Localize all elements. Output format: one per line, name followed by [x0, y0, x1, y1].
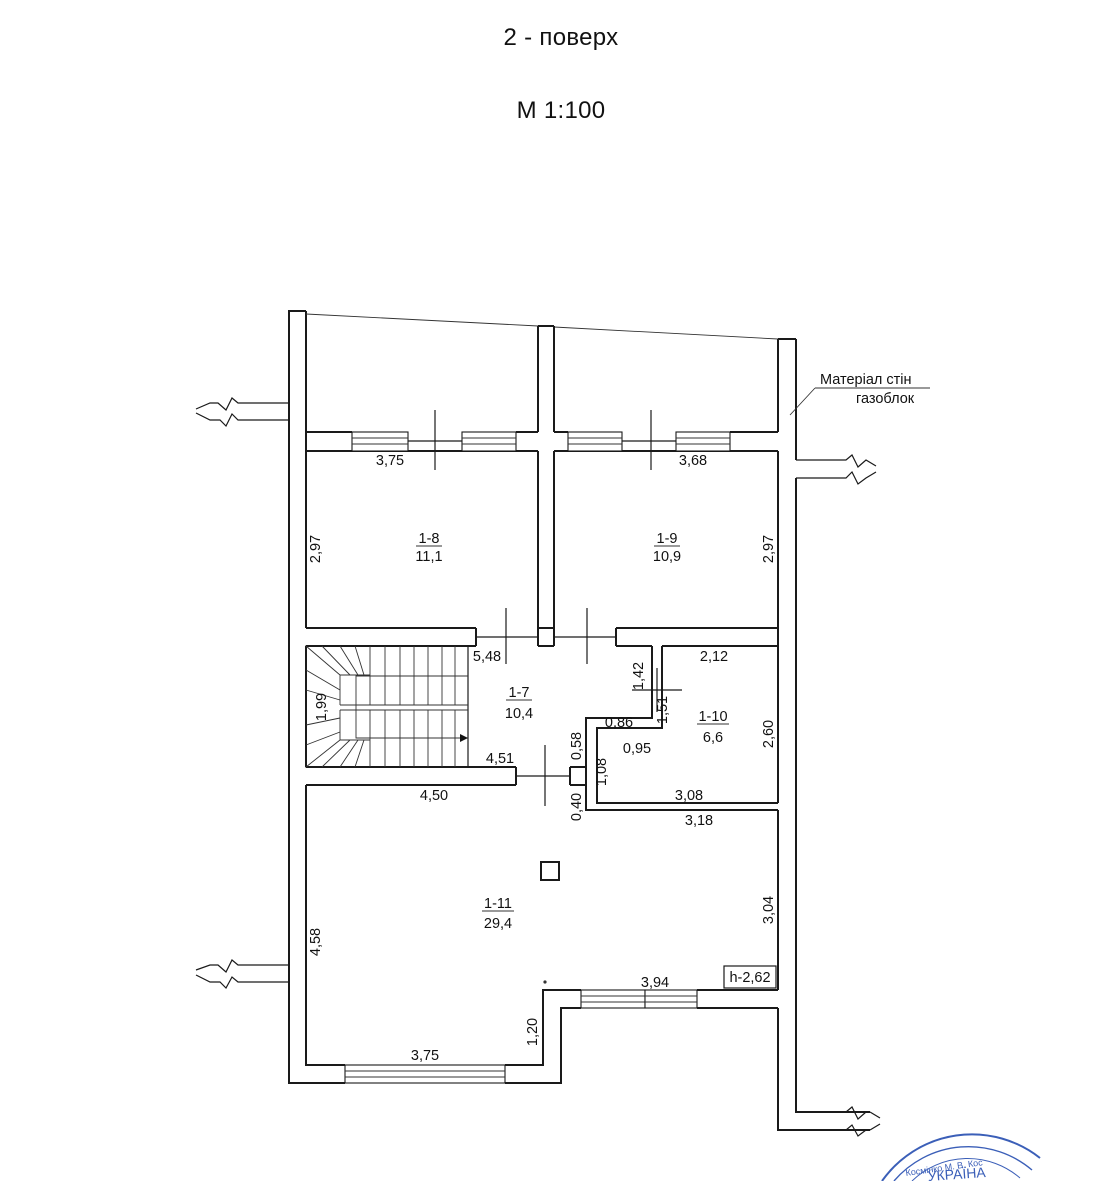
- dim-120: 1,20: [525, 1018, 541, 1046]
- dim-548: 5,48: [473, 649, 501, 665]
- dim-308: 3,08: [675, 788, 703, 804]
- hall-walls: [306, 645, 779, 811]
- dim-375-bottom: 3,75: [411, 1048, 439, 1064]
- dim-451: 4,51: [486, 751, 514, 767]
- note-line1: Матеріал стін: [820, 372, 912, 388]
- dim-086: 0,86: [605, 715, 633, 731]
- stamp-country: УКРАЇНА: [927, 1164, 987, 1181]
- dim-304: 3,04: [761, 896, 777, 924]
- living-room-walls: [305, 785, 778, 1084]
- room-1-7-area: 10,4: [505, 706, 533, 722]
- outer-walls: [195, 310, 881, 1137]
- room-1-7-id: 1-7: [509, 685, 530, 701]
- upper-cross-wall: [306, 410, 778, 470]
- dim-368-top: 3,68: [679, 453, 707, 469]
- room-1-11-area: 29,4: [484, 916, 512, 932]
- dim-260: 2,60: [761, 720, 777, 748]
- scale-title: М 1:100: [516, 97, 606, 124]
- floor-title: 2 - поверх: [503, 24, 619, 51]
- dimension-labels: 3,75 3,68 2,97 2,97 5,48 2,12 1,42 1,99 …: [308, 453, 777, 1064]
- dim-040: 0,40: [569, 793, 585, 821]
- dim-375-top: 3,75: [376, 453, 404, 469]
- staircase: [305, 645, 469, 768]
- dim-318: 3,18: [685, 813, 713, 829]
- height-label-box: [723, 965, 777, 989]
- room-1-9-id: 1-9: [657, 531, 678, 547]
- dim-212: 2,12: [700, 649, 728, 665]
- dim-394: 3,94: [641, 975, 669, 991]
- room-labels: 1-8 11,1 1-9 10,9 1-7 10,4 1-10 6,6 1-11…: [415, 531, 729, 932]
- stamp: Космінко М. В. Кос УКРАЇНА: [881, 1133, 1041, 1181]
- room-1-10-id: 1-10: [698, 709, 727, 725]
- dim-095: 0,95: [623, 741, 651, 757]
- room-1-8-id: 1-8: [419, 531, 440, 547]
- note-line2: газоблок: [856, 391, 915, 407]
- room-1-10-area: 6,6: [703, 730, 723, 746]
- column-square: [540, 861, 560, 881]
- room-1-8-area: 11,1: [415, 549, 442, 565]
- dim-142: 1,42: [631, 662, 647, 690]
- dim-199: 1,99: [314, 693, 330, 721]
- dim-108: 1,08: [594, 758, 610, 786]
- room-1-9-area: 10,9: [653, 549, 681, 565]
- dim-297-right: 2,97: [761, 535, 777, 563]
- dim-297-left: 2,97: [308, 535, 324, 563]
- wall-material-note: Матеріал стін газоблок: [789, 372, 930, 416]
- height-label: h-2,62: [729, 970, 770, 986]
- dim-151: 1,51: [655, 696, 671, 724]
- dim-458: 4,58: [308, 928, 324, 956]
- bedroom-walls: [305, 451, 779, 664]
- dim-450: 4,50: [420, 788, 448, 804]
- room-1-11-id: 1-11: [484, 896, 512, 912]
- dim-058: 0,58: [569, 732, 585, 760]
